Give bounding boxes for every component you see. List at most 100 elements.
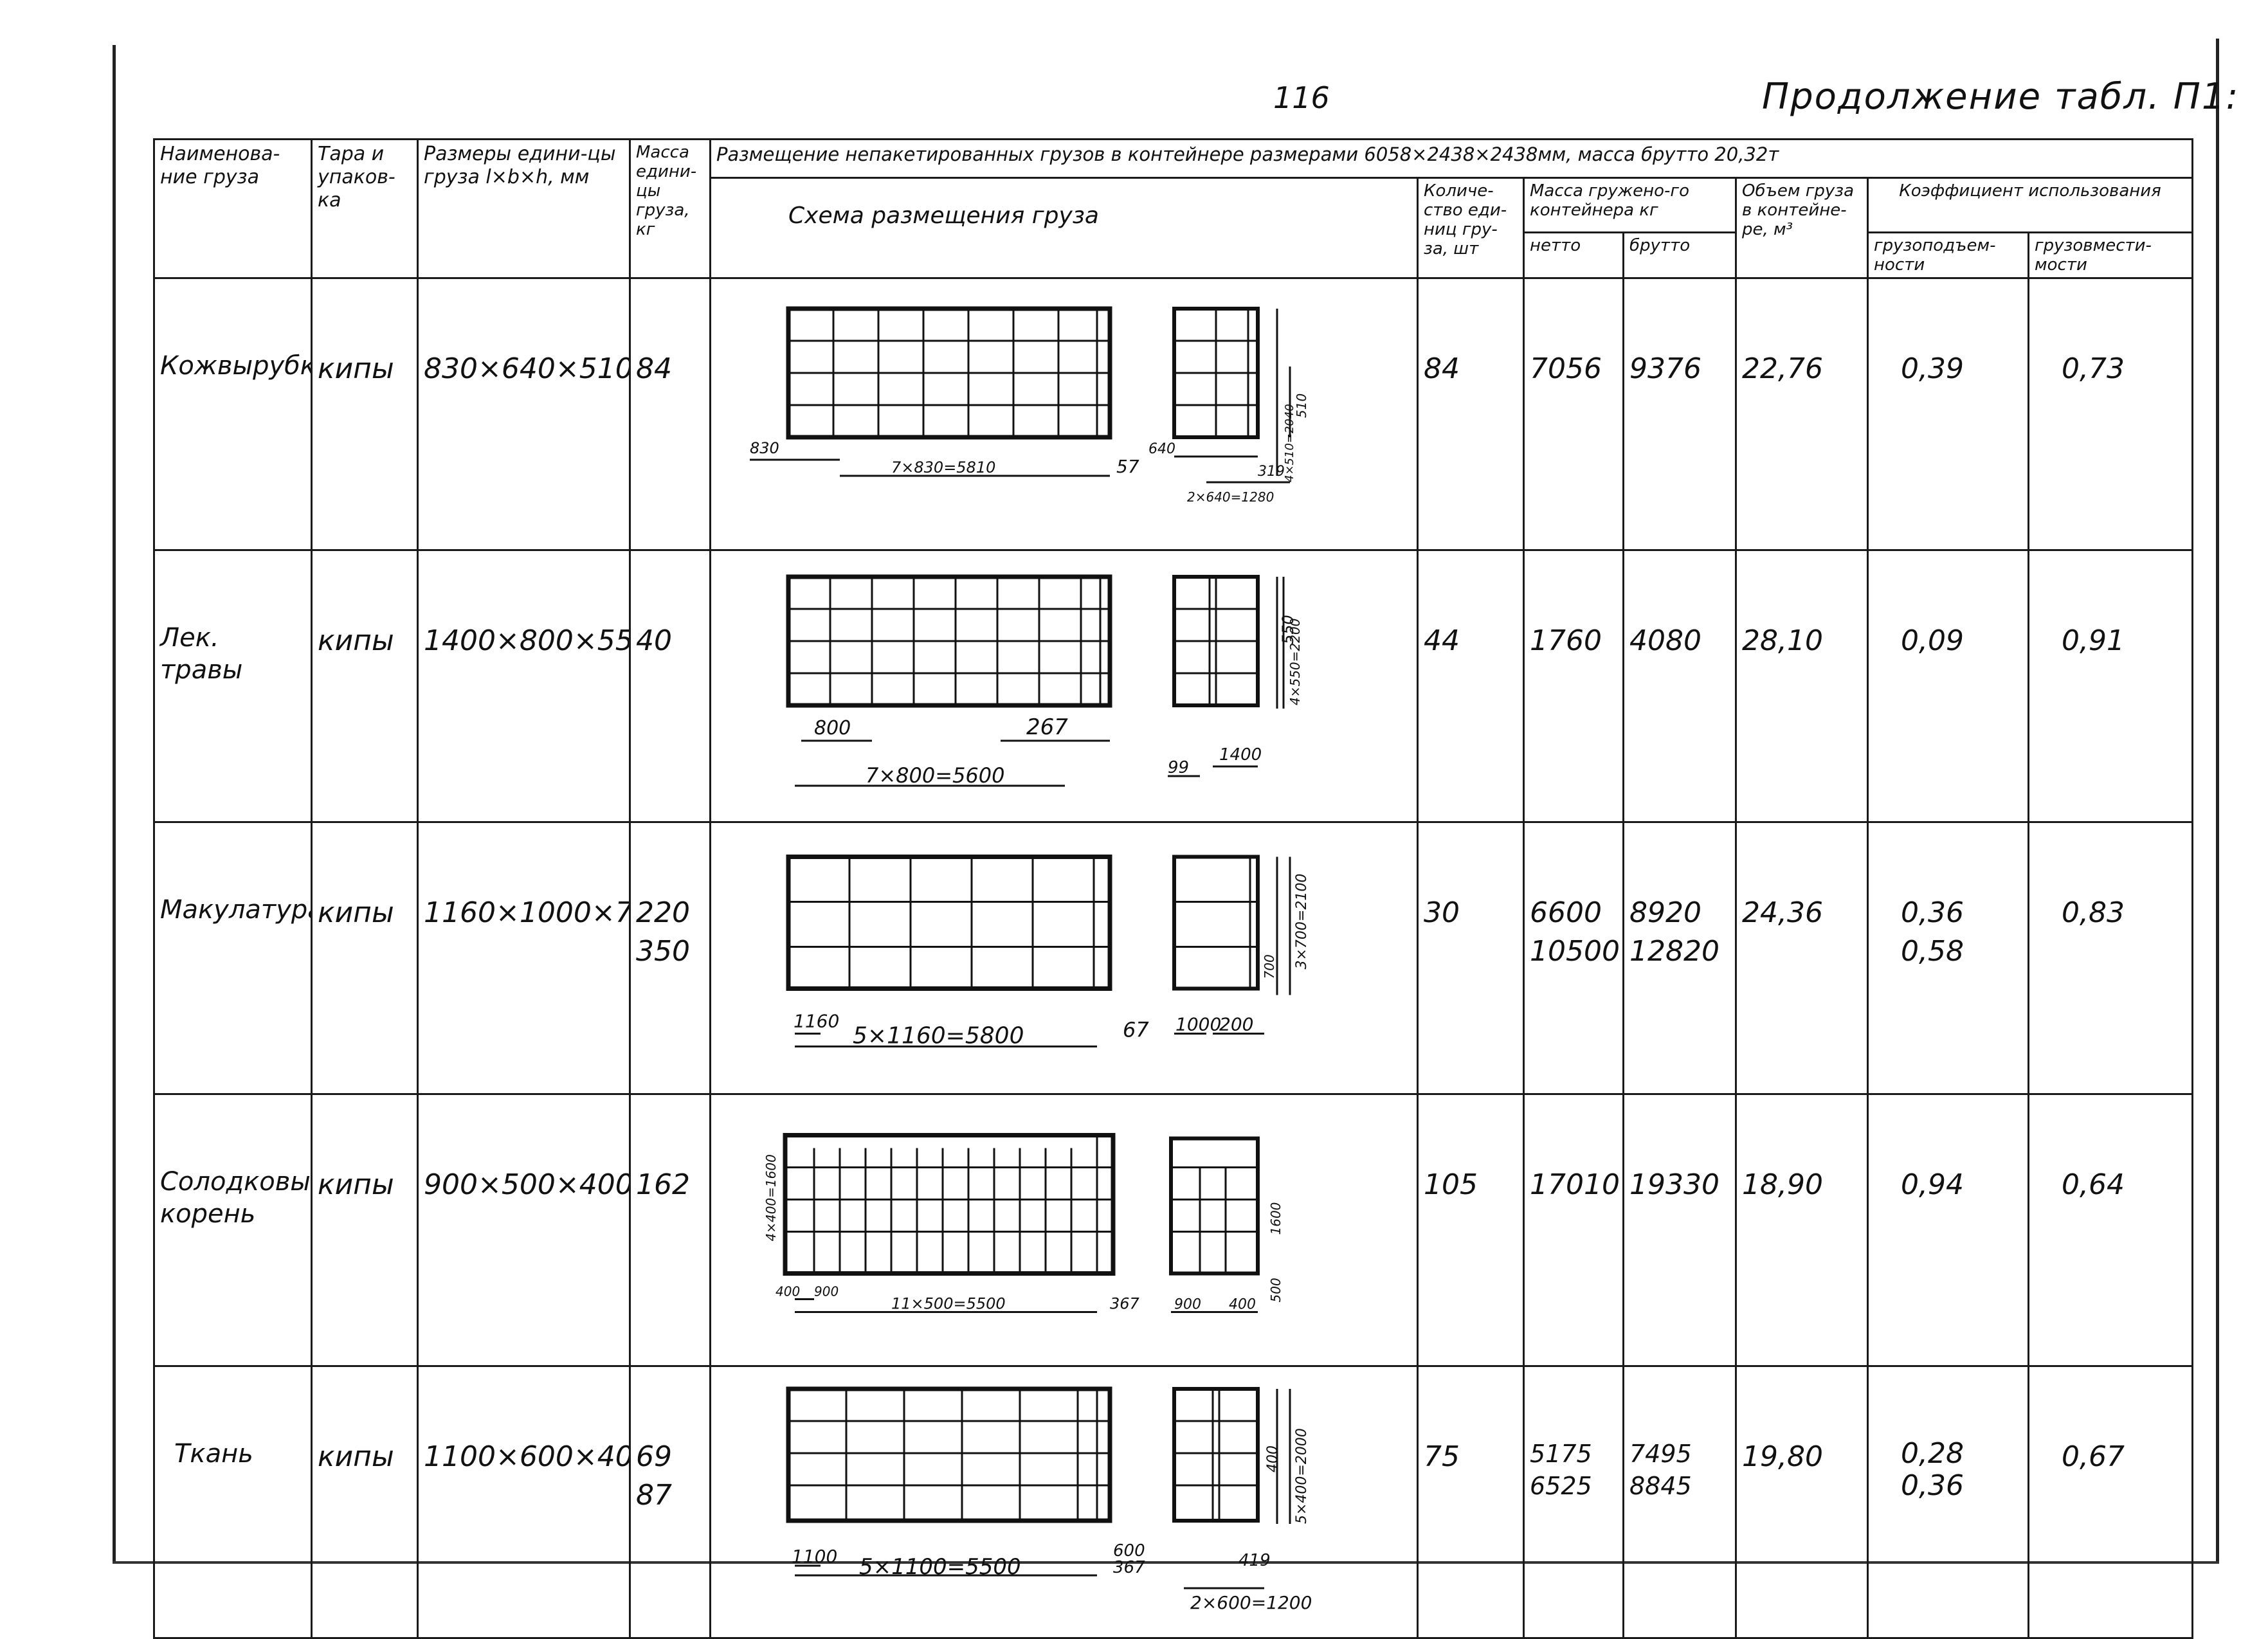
k-capacity: 0,39: [1867, 277, 2029, 551]
table-row: Лек. травы кипы 1400×800×550 40: [153, 549, 2194, 823]
cargo-volume: 22,76: [1735, 277, 1869, 551]
col-header-capacity: грузоподъем-ности: [1867, 231, 2029, 279]
scheme-drawing: 900 11×500=5500 367 400 4×400=1600 900 4…: [763, 1133, 1284, 1313]
dim-label: 500: [1268, 1278, 1284, 1302]
cargo-count: 105: [1417, 1093, 1525, 1367]
dim-label: 4×510=2040: [1283, 404, 1296, 482]
cargo-unit-mass: 162: [629, 1093, 711, 1367]
col-header-scheme: Схема размещения груза: [709, 177, 1419, 279]
dim-label: 1100: [792, 1546, 837, 1567]
scheme-drawing: 1100 5×1100=5500 600 367 419 2×600=1200 …: [786, 1386, 1312, 1613]
dim-label: 1160: [794, 1011, 839, 1032]
dim-label: 1000: [1175, 1014, 1221, 1035]
dim-label: 700: [1262, 954, 1277, 979]
col-header-count: Количе-ство еди-ниц гру-за, шт: [1417, 177, 1525, 279]
cargo-volume: 24,36: [1735, 821, 1869, 1095]
dim-label: 319: [1258, 464, 1285, 480]
dim-label: 7×830=5810: [891, 458, 995, 476]
dim-label: 400: [1265, 1445, 1281, 1472]
col-header-space: грузовмести-мости: [2027, 231, 2194, 279]
k-space: 0,91: [2027, 549, 2194, 823]
cargo-name: Солодковый корень: [153, 1093, 313, 1367]
placement-scheme: 900 11×500=5500 367 400 4×400=1600 900 4…: [709, 1093, 1419, 1367]
col-header-container-mass: Масса гружено-го контейнера кг: [1523, 177, 1737, 233]
dim-label: 5×400=2000: [1294, 1428, 1310, 1524]
col-header-name: Наименова-ние груза: [153, 138, 313, 279]
table-continuation-title: Продолжение табл. П1:: [1762, 76, 2240, 118]
cargo-name: Кожвырубка: [153, 277, 313, 551]
col-header-unit-mass: Масса едини-цы груза, кг: [629, 138, 711, 279]
col-header-package: Тара и упаков-ка: [311, 138, 419, 279]
dim-label: 267: [1026, 714, 1068, 740]
frame-left-border: [113, 45, 116, 1562]
cargo-dimensions: 900×500×400: [417, 1093, 631, 1367]
cargo-name: Ткань: [153, 1365, 313, 1639]
dim-label: 11×500=5500: [891, 1295, 1006, 1313]
cargo-count: 75: [1417, 1365, 1525, 1639]
cargo-dimensions: 830×640×510: [417, 277, 631, 551]
col-header-gross: брутто: [1622, 231, 1737, 279]
dim-label: 900: [1174, 1297, 1201, 1313]
mass-gross: 19330: [1622, 1093, 1737, 1367]
cargo-placement-table: Наименова-ние груза Тара и упаков-ка Раз…: [153, 138, 2194, 1639]
mass-net: 1760: [1523, 549, 1624, 823]
placement-scheme: 800 267 7×800=5600 99 1400 550 4×550=220…: [709, 549, 1419, 823]
page-number: 116: [1273, 80, 1330, 115]
cargo-volume: 19,80: [1735, 1365, 1869, 1639]
dim-label: 2×640=1280: [1187, 489, 1274, 505]
cargo-name: Лек. травы: [153, 549, 313, 823]
placement-title: Размещение непакетированных грузов в кон…: [709, 138, 2194, 179]
dim-label: 900: [814, 1284, 839, 1299]
cargo-dimensions: 1160×1000×700: [417, 821, 631, 1095]
cargo-count: 30: [1417, 821, 1525, 1095]
cargo-unit-mass: 40: [629, 549, 711, 823]
scheme-drawing: 1160 5×1160=5800 67 1000 200 700 3×700=2…: [786, 855, 1310, 1049]
dim-label: 400: [1229, 1297, 1256, 1313]
dim-label: 800: [814, 717, 851, 739]
cargo-package: кипы: [311, 821, 419, 1095]
dim-label: 57: [1116, 456, 1139, 477]
dim-label: 1600: [1268, 1202, 1284, 1235]
cargo-name: Макулатура: [153, 821, 313, 1095]
k-capacity: 0,09: [1867, 549, 2029, 823]
dim-label: 7×800=5600: [866, 763, 1005, 788]
col-header-volume: Объем груза в контейне-ре, м³: [1735, 177, 1869, 279]
dim-label: 367: [1110, 1295, 1140, 1313]
cargo-package: кипы: [311, 1093, 419, 1367]
mass-gross: 4080: [1622, 549, 1737, 823]
cargo-package: кипы: [311, 549, 419, 823]
dim-label: 367: [1113, 1558, 1145, 1577]
dim-label: 600: [1113, 1541, 1145, 1561]
cargo-package: кипы: [311, 277, 419, 551]
mass-gross: 9376: [1622, 277, 1737, 551]
placement-scheme: 1100 5×1100=5500 600 367 419 2×600=1200 …: [709, 1365, 1419, 1639]
scheme-drawing: 830 7×830=5810 57 640 319 2×640=1280 510…: [750, 306, 1309, 505]
dim-label: 419: [1238, 1551, 1271, 1570]
col-header-utilization: Коэффициент использования: [1866, 177, 2194, 233]
dim-label: 5×1160=5800: [853, 1023, 1024, 1049]
cargo-unit-mass: 84: [629, 277, 711, 551]
k-space: 0,73: [2027, 277, 2194, 551]
scheme-drawing: 800 267 7×800=5600 99 1400 550 4×550=220…: [786, 574, 1303, 788]
dim-label: 4×550=2200: [1287, 619, 1303, 705]
dim-label: 1400: [1219, 745, 1262, 765]
k-capacity: 0,94: [1867, 1093, 2029, 1367]
k-space: 0,83: [2027, 821, 2194, 1095]
cargo-count: 84: [1417, 277, 1525, 551]
col-header-net: нетто: [1523, 231, 1624, 279]
dim-label: 3×700=2100: [1294, 874, 1310, 970]
col-header-dimensions: Размеры едини-цы груза l×b×h, мм: [417, 138, 631, 279]
cargo-dimensions: 1100×600×400: [417, 1365, 631, 1639]
cargo-dimensions: 1400×800×550: [417, 549, 631, 823]
dim-label: 200: [1219, 1014, 1253, 1035]
cargo-package: кипы: [311, 1365, 419, 1639]
